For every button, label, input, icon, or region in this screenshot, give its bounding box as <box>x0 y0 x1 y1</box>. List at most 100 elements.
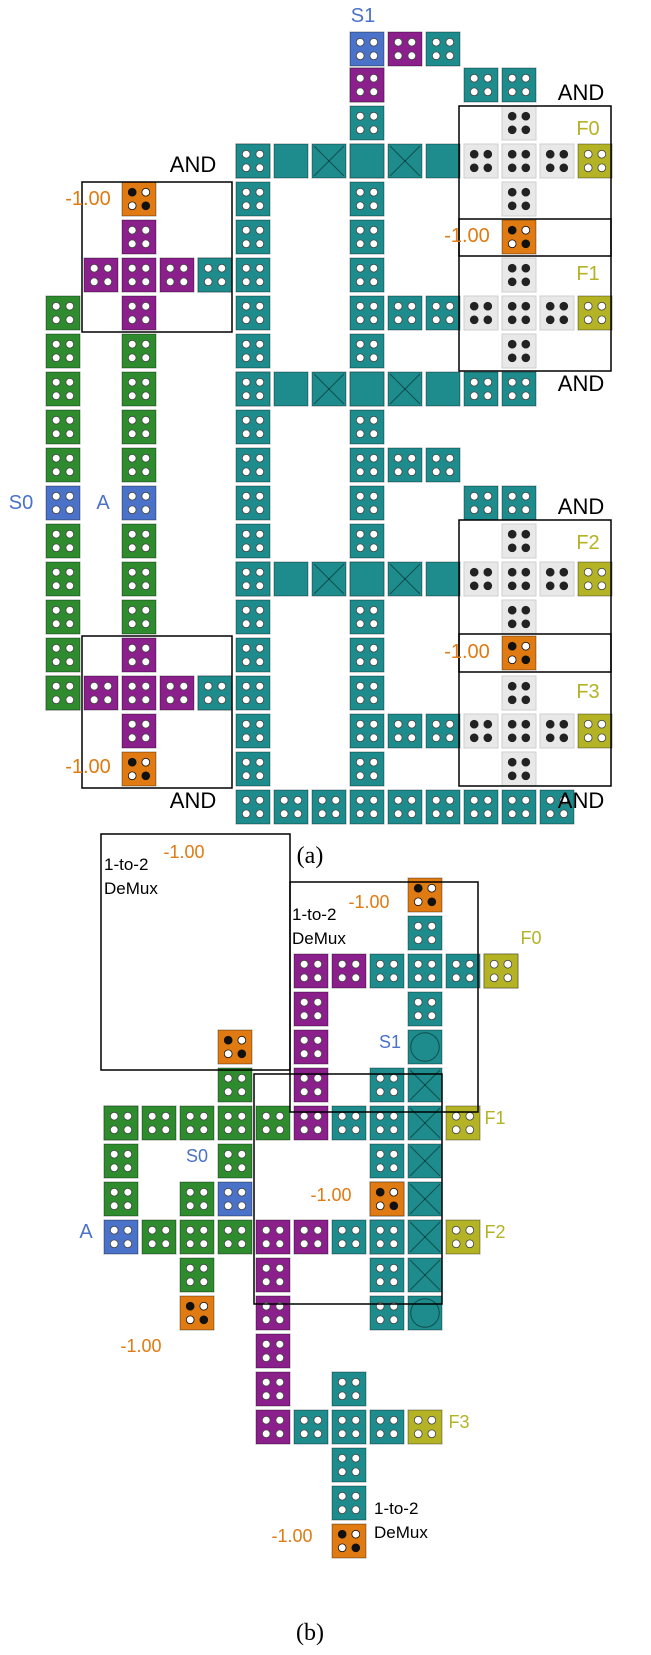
demux-label-line1: 1-to-2 <box>104 855 148 874</box>
tile <box>445 1219 481 1255</box>
tile <box>577 561 613 597</box>
tile <box>255 1257 291 1293</box>
tile <box>331 1447 367 1483</box>
tile <box>407 1257 443 1293</box>
demux-label-line2: DeMux <box>104 879 158 898</box>
tile-layer <box>45 31 613 1559</box>
tile <box>293 1409 329 1445</box>
weight-label: -1.00 <box>348 892 389 912</box>
tile <box>331 1371 367 1407</box>
tile <box>121 409 157 445</box>
tile <box>121 295 157 331</box>
tile <box>179 1257 215 1293</box>
tile <box>407 953 443 989</box>
tile <box>349 295 385 331</box>
tile <box>425 295 461 331</box>
tile <box>463 143 499 179</box>
tile <box>255 1295 291 1331</box>
tile <box>501 143 537 179</box>
tile <box>179 1219 215 1255</box>
tile <box>501 713 537 749</box>
tile <box>235 219 271 255</box>
tile <box>349 561 385 597</box>
tile <box>501 751 537 787</box>
tile <box>141 1105 177 1141</box>
weight-label: -1.00 <box>65 756 111 778</box>
output-label-f0: F0 <box>576 118 599 140</box>
tile <box>445 953 481 989</box>
and-gate-label: AND <box>558 788 604 813</box>
tile <box>349 713 385 749</box>
tile <box>331 1105 367 1141</box>
demux-label-line1: 1-to-2 <box>292 905 336 924</box>
tile <box>445 1105 481 1141</box>
weight-tile <box>331 1523 367 1559</box>
demux-label-line1: 1-to-2 <box>374 1499 418 1518</box>
tile <box>103 1105 139 1141</box>
tile <box>293 991 329 1027</box>
tile <box>369 1105 405 1141</box>
tile <box>331 1485 367 1521</box>
tile <box>369 1219 405 1255</box>
tile <box>407 991 443 1027</box>
tile <box>501 789 537 825</box>
tile <box>45 295 81 331</box>
tile <box>197 257 233 293</box>
tile <box>217 1105 253 1141</box>
tile <box>217 1067 253 1103</box>
tile <box>45 637 81 673</box>
demux-box <box>100 833 291 1071</box>
tile <box>349 447 385 483</box>
weight-tile <box>501 219 537 255</box>
tile <box>235 257 271 293</box>
tile <box>463 295 499 331</box>
tile <box>121 599 157 635</box>
weight-label: -1.00 <box>120 1336 161 1356</box>
tile <box>179 1181 215 1217</box>
tile <box>235 371 271 407</box>
input-label-s1: S1 <box>351 5 375 27</box>
tile <box>121 675 157 711</box>
tile <box>331 1409 367 1445</box>
tile <box>425 143 461 179</box>
tile <box>349 751 385 787</box>
tile <box>577 713 613 749</box>
tile <box>501 181 537 217</box>
tile <box>483 953 519 989</box>
tile <box>235 523 271 559</box>
tile <box>387 295 423 331</box>
tile <box>425 31 461 67</box>
tile <box>539 713 575 749</box>
tile <box>387 371 423 407</box>
tile <box>463 561 499 597</box>
tile <box>387 447 423 483</box>
tile <box>369 1409 405 1445</box>
tile <box>349 143 385 179</box>
tile <box>387 789 423 825</box>
tile <box>255 1371 291 1407</box>
tile <box>255 1409 291 1445</box>
tile <box>539 295 575 331</box>
tile <box>501 67 537 103</box>
tile <box>369 1257 405 1293</box>
tile <box>83 257 119 293</box>
tile <box>121 561 157 597</box>
caption-a: (a) <box>297 843 324 869</box>
input-label-s0: S0 <box>9 492 33 514</box>
caption-b: (b) <box>296 1620 324 1646</box>
tile <box>407 1409 443 1445</box>
and-gate-box <box>458 105 612 257</box>
output-label-f2: F2 <box>484 1222 505 1242</box>
tile <box>45 599 81 635</box>
tile <box>103 1219 139 1255</box>
tile <box>369 1295 405 1331</box>
tile <box>349 257 385 293</box>
weight-label: -1.00 <box>271 1526 312 1546</box>
tile <box>463 713 499 749</box>
weight-label: -1.00 <box>444 225 490 247</box>
and-gate-label: AND <box>558 371 604 396</box>
tile <box>255 1219 291 1255</box>
tile <box>217 1181 253 1217</box>
tile <box>255 1105 291 1141</box>
tile <box>407 1029 443 1065</box>
